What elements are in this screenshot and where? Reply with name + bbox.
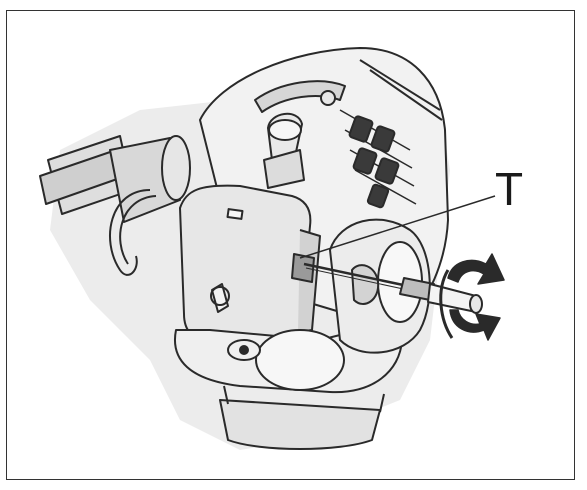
choke-lever bbox=[263, 113, 305, 189]
drive-shaft bbox=[39, 135, 191, 223]
rotate-both-directions-icon bbox=[439, 253, 505, 341]
throttle-cable bbox=[109, 189, 157, 276]
starter-housing bbox=[329, 218, 431, 354]
callout-label-t: T bbox=[495, 163, 524, 215]
air-filter-cover bbox=[179, 184, 321, 350]
callout-leader bbox=[299, 195, 496, 259]
